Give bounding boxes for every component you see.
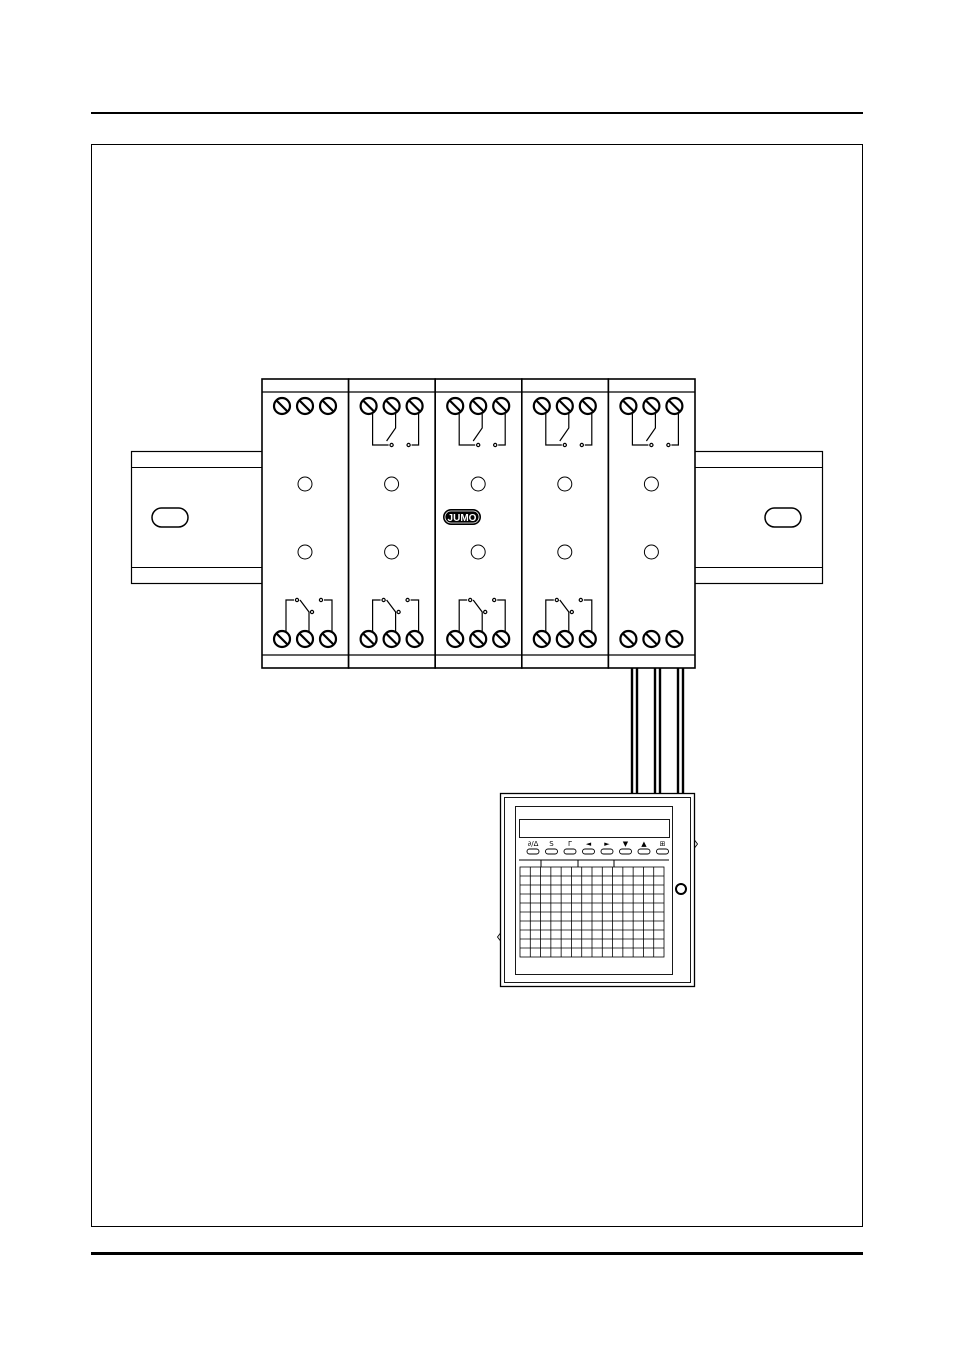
screw-terminal	[643, 398, 659, 414]
rail-slot-right	[765, 508, 801, 527]
relay-module	[608, 379, 695, 668]
status-led	[385, 545, 399, 559]
screw-terminal	[361, 398, 377, 414]
device-housing	[501, 794, 695, 987]
screw-terminal	[534, 398, 550, 414]
screw-terminal	[407, 631, 423, 647]
status-led	[298, 477, 312, 491]
relay-module	[522, 379, 609, 668]
status-led	[471, 545, 485, 559]
screw-terminal	[320, 398, 336, 414]
screw-terminal	[274, 631, 290, 647]
function-key: ∂/Δ	[527, 840, 539, 854]
status-led	[298, 545, 312, 559]
key-button	[638, 849, 650, 854]
key-button	[620, 849, 632, 854]
screw-terminal	[557, 631, 573, 647]
status-led	[385, 477, 399, 491]
key-button	[564, 849, 576, 854]
screw-terminal	[297, 398, 313, 414]
key-symbol: ▲	[641, 840, 647, 848]
key-button	[546, 849, 558, 854]
screw-terminal	[470, 631, 486, 647]
module-housing	[522, 379, 609, 668]
screw-terminal	[297, 631, 313, 647]
screw-terminal	[666, 631, 682, 647]
cable-wire	[632, 668, 637, 795]
status-led	[644, 477, 658, 491]
door-knob	[676, 884, 686, 894]
screw-terminal	[620, 631, 636, 647]
relay-module	[262, 379, 349, 668]
status-led	[558, 545, 572, 559]
cable-wire	[655, 668, 660, 795]
status-led	[471, 477, 485, 491]
cable-wire	[678, 668, 683, 795]
key-symbol: ⊞	[660, 840, 666, 848]
module-housing	[349, 379, 436, 668]
key-symbol: Γ	[568, 840, 572, 848]
rail-slot-left	[152, 508, 188, 527]
relay-modules	[262, 379, 695, 668]
screw-terminal	[493, 631, 509, 647]
din-rail-right	[693, 452, 823, 584]
din-rail-left	[132, 452, 263, 584]
screw-terminal	[274, 398, 290, 414]
relay-module	[349, 379, 436, 668]
screw-terminal	[470, 398, 486, 414]
screw-terminal	[447, 398, 463, 414]
screw-terminal	[666, 398, 682, 414]
module-housing	[608, 379, 695, 668]
screw-terminal	[580, 398, 596, 414]
key-symbol: ◄	[586, 840, 592, 848]
screw-terminal	[384, 398, 400, 414]
key-button	[527, 849, 539, 854]
status-led	[558, 477, 572, 491]
controller-device: ∂/Δ S Γ ◄ ► ▼ ▲ ⊞	[498, 794, 698, 987]
key-symbol: ∂/Δ	[528, 840, 539, 848]
screw-terminal	[620, 398, 636, 414]
screw-terminal	[320, 631, 336, 647]
screw-terminal	[557, 398, 573, 414]
status-led	[644, 545, 658, 559]
jumo-logo: JUMO	[443, 509, 481, 525]
key-button	[657, 849, 669, 854]
screw-terminal	[534, 631, 550, 647]
key-button	[601, 849, 613, 854]
screw-terminal	[407, 398, 423, 414]
screw-terminal	[361, 631, 377, 647]
key-symbol: ▼	[623, 840, 629, 848]
screw-terminal	[384, 631, 400, 647]
screw-terminal	[580, 631, 596, 647]
screw-terminal	[643, 631, 659, 647]
key-symbol: ►	[604, 840, 610, 848]
figure-frame	[92, 145, 863, 1227]
module-housing	[262, 379, 349, 668]
key-symbol: S	[549, 840, 554, 848]
logo-text: JUMO	[448, 513, 477, 524]
key-button	[583, 849, 595, 854]
connection-cable	[632, 668, 683, 795]
screw-terminal	[447, 631, 463, 647]
screw-terminal	[493, 398, 509, 414]
